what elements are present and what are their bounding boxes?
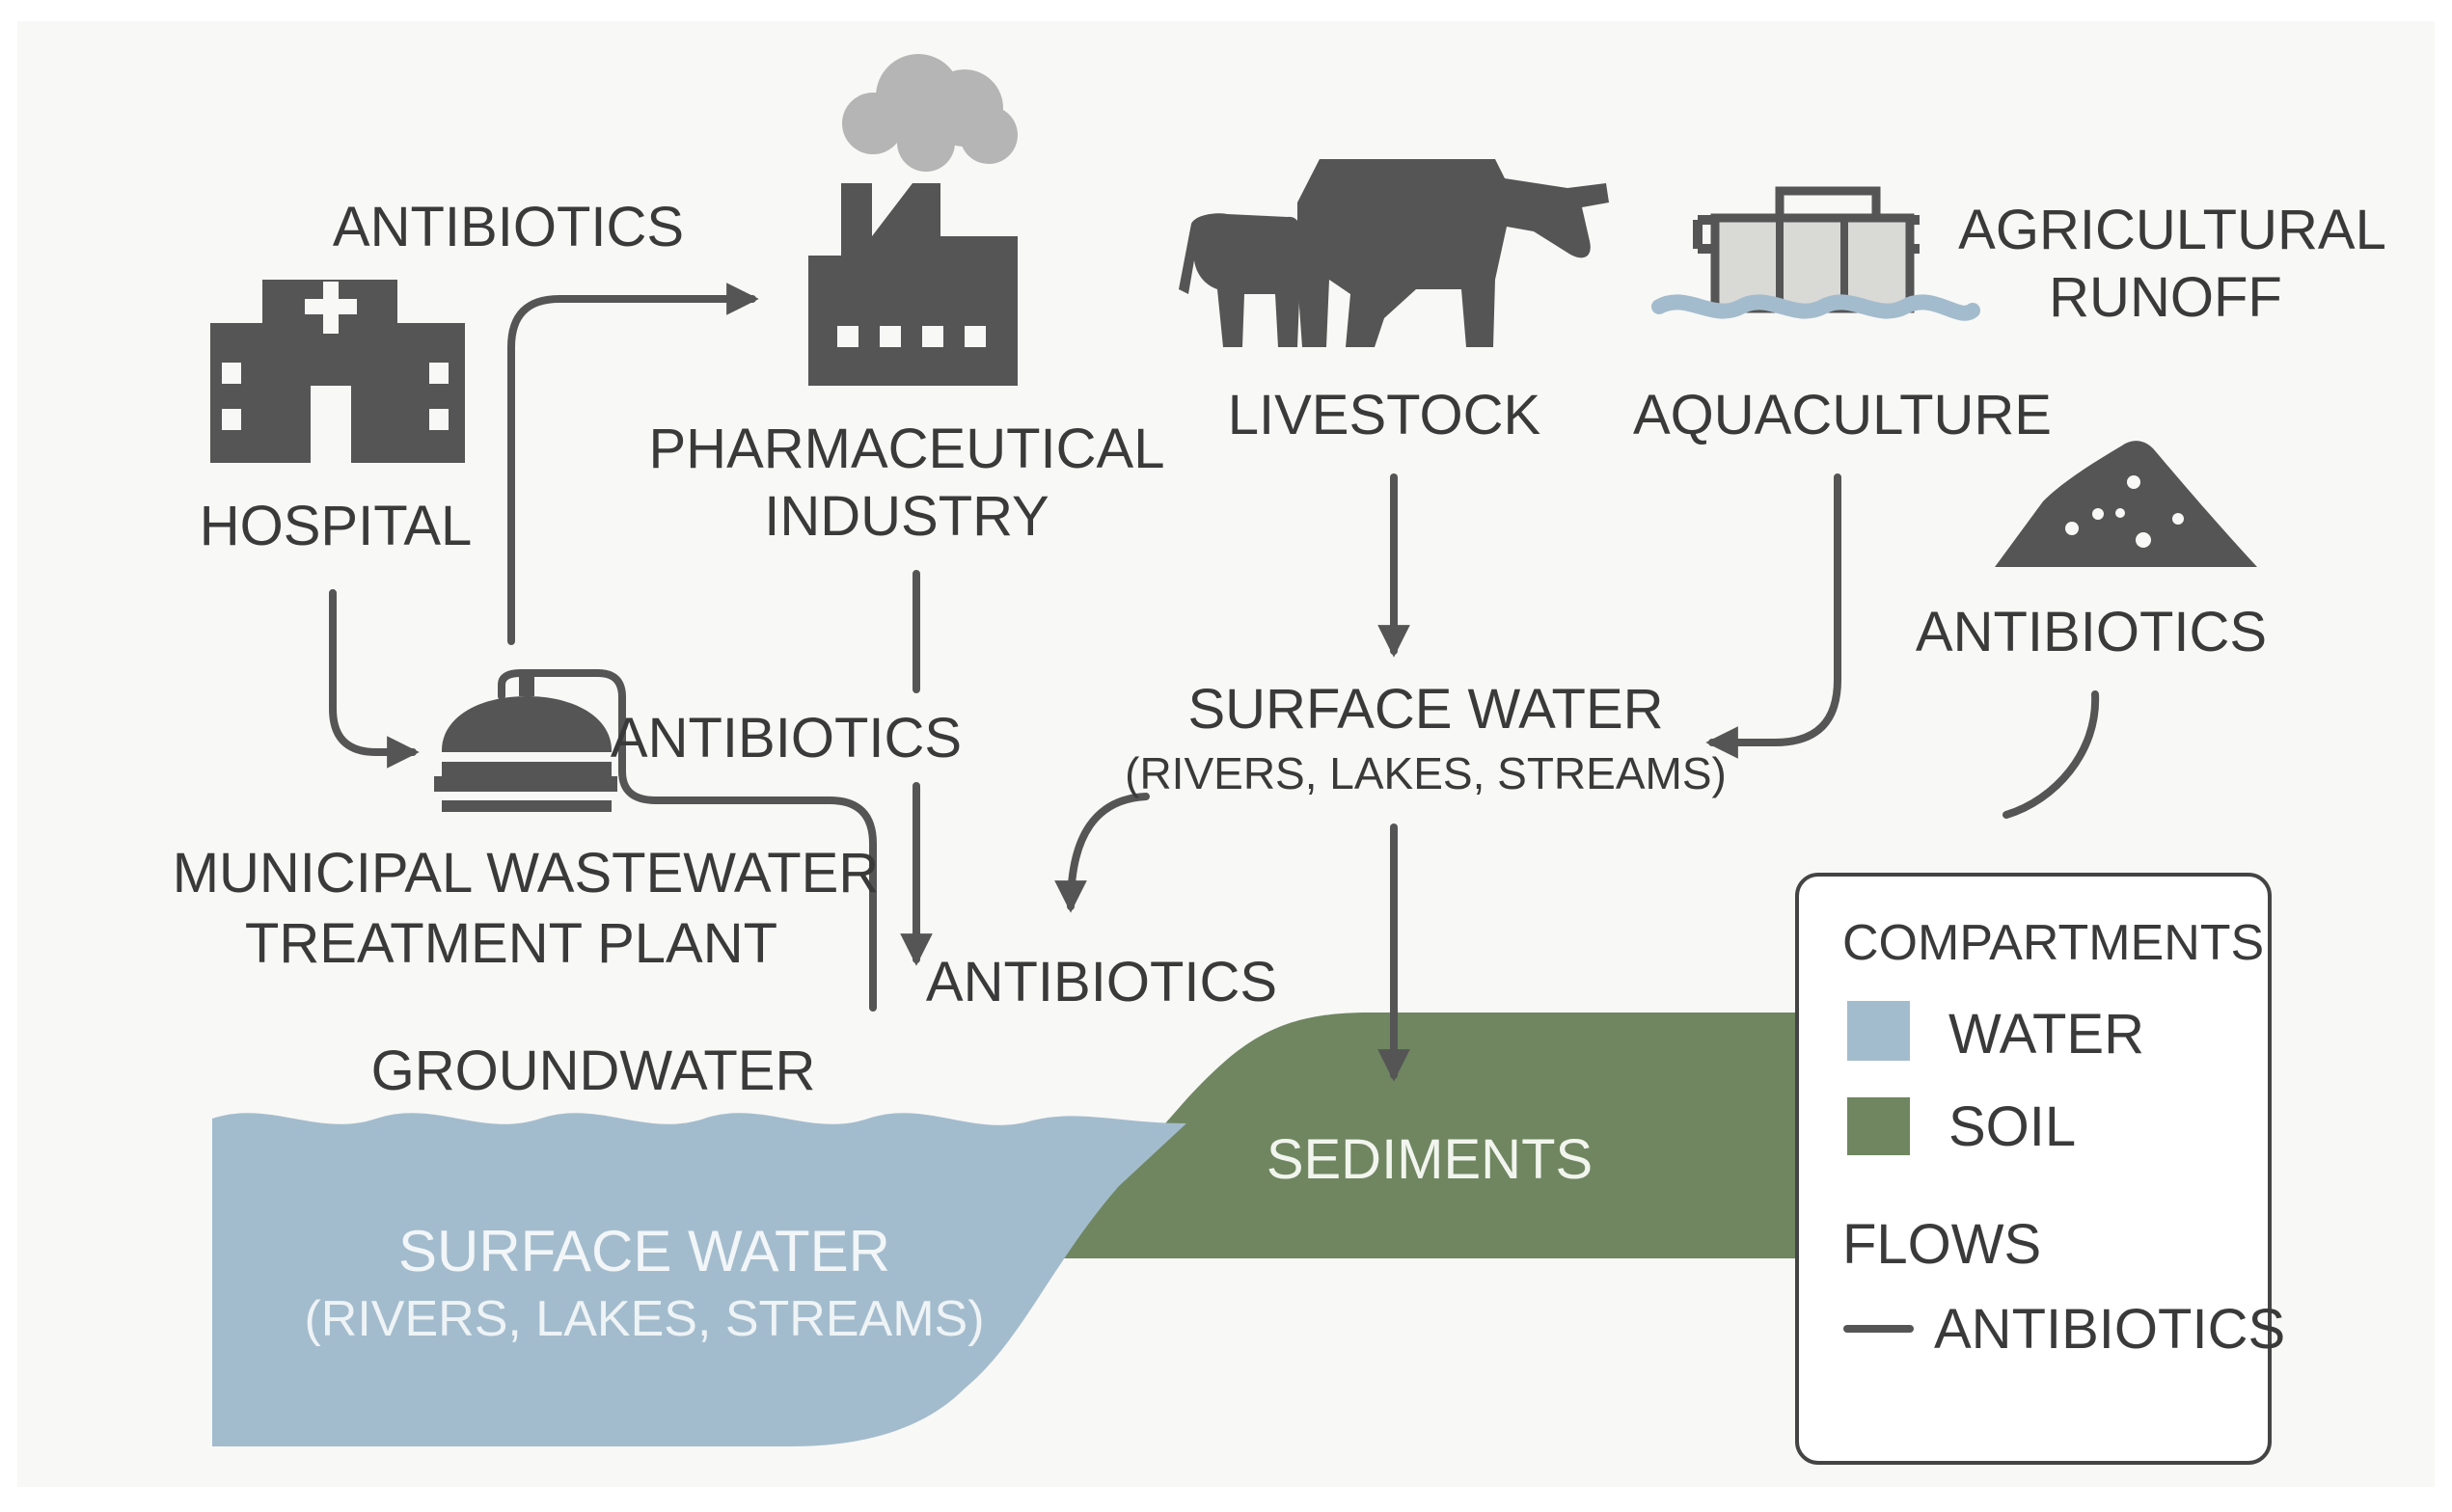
label-antibiotics-center: ANTIBIOTICS	[926, 951, 1277, 1013]
legend-soil-swatch	[1847, 1097, 1910, 1155]
flow-hospital-to-wwtp	[329, 589, 420, 769]
legend-soil-label: SOIL	[1948, 1095, 2076, 1158]
soil-compartment	[1047, 1012, 1804, 1258]
flow-arrows	[329, 283, 2100, 1082]
label-pharma-2: INDUSTRY	[764, 485, 1049, 548]
flow-aquaculture-to-surface-water	[1705, 473, 1841, 759]
label-surface-water-mid: SURFACE WATER	[1187, 678, 1663, 741]
legend: COMPARTMENTS WATER SOIL FLOWS ANTIBIOTIC…	[1795, 873, 2285, 1465]
legend-water-label: WATER	[1948, 1003, 2144, 1066]
label-surface-water-bottom-sub: (RIVERS, LAKES, STREAMS)	[304, 1291, 984, 1347]
label-pharma-1: PHARMACEUTICAL	[649, 418, 1165, 480]
label-surface-water-mid-sub: (RIVERS, LAKES, STREAMS)	[1125, 748, 1727, 798]
label-groundwater: GROUNDWATER	[371, 1040, 816, 1102]
legend-box	[1795, 873, 2272, 1465]
label-antibiotics-top: ANTIBIOTICS	[333, 196, 684, 258]
label-surface-water-bottom: SURFACE WATER	[398, 1219, 890, 1283]
water-compartment	[212, 1113, 1186, 1446]
hospital-icon	[210, 280, 465, 463]
calf-icon	[1179, 213, 1300, 347]
cow-icon	[1297, 159, 1609, 347]
label-sediments: SEDIMENTS	[1267, 1128, 1593, 1191]
label-agricultural-1: AGRICULTURAL	[1958, 199, 2386, 261]
soil-pile-icon	[1995, 441, 2257, 567]
legend-antibiotics-label: ANTIBIOTICS	[1934, 1298, 2285, 1361]
label-wwtp-2: TREATMENT PLANT	[245, 912, 777, 975]
smoke-icon	[842, 54, 1018, 172]
label-antibiotics-mid: ANTIBIOTICS	[611, 707, 962, 770]
flow-wwtp-to-pharma	[507, 283, 759, 645]
label-antibiotics-right: ANTIBIOTICS	[1916, 601, 2267, 663]
flow-wwtp-pipe	[498, 669, 877, 1012]
label-livestock: LIVESTOCK	[1228, 384, 1541, 446]
treatment-plant-icon	[434, 675, 617, 812]
legend-compartments-title: COMPARTMENTS	[1842, 915, 2264, 971]
label-agricultural-2: RUNOFF	[2049, 266, 2282, 329]
aquaculture-icon	[1651, 186, 1980, 321]
label-hospital: HOSPITAL	[200, 495, 473, 557]
factory-icon	[808, 183, 1018, 386]
flow-antibiotics-to-soil	[2002, 690, 2100, 819]
legend-water-swatch	[1847, 1001, 1910, 1061]
flow-surface-water-to-antibiotics	[1054, 793, 1150, 913]
label-aquaculture: AQUACULTURE	[1633, 384, 2052, 446]
legend-flows-title: FLOWS	[1842, 1213, 2041, 1276]
label-wwtp-1: MUNICIPAL WASTEWATER	[173, 842, 880, 904]
